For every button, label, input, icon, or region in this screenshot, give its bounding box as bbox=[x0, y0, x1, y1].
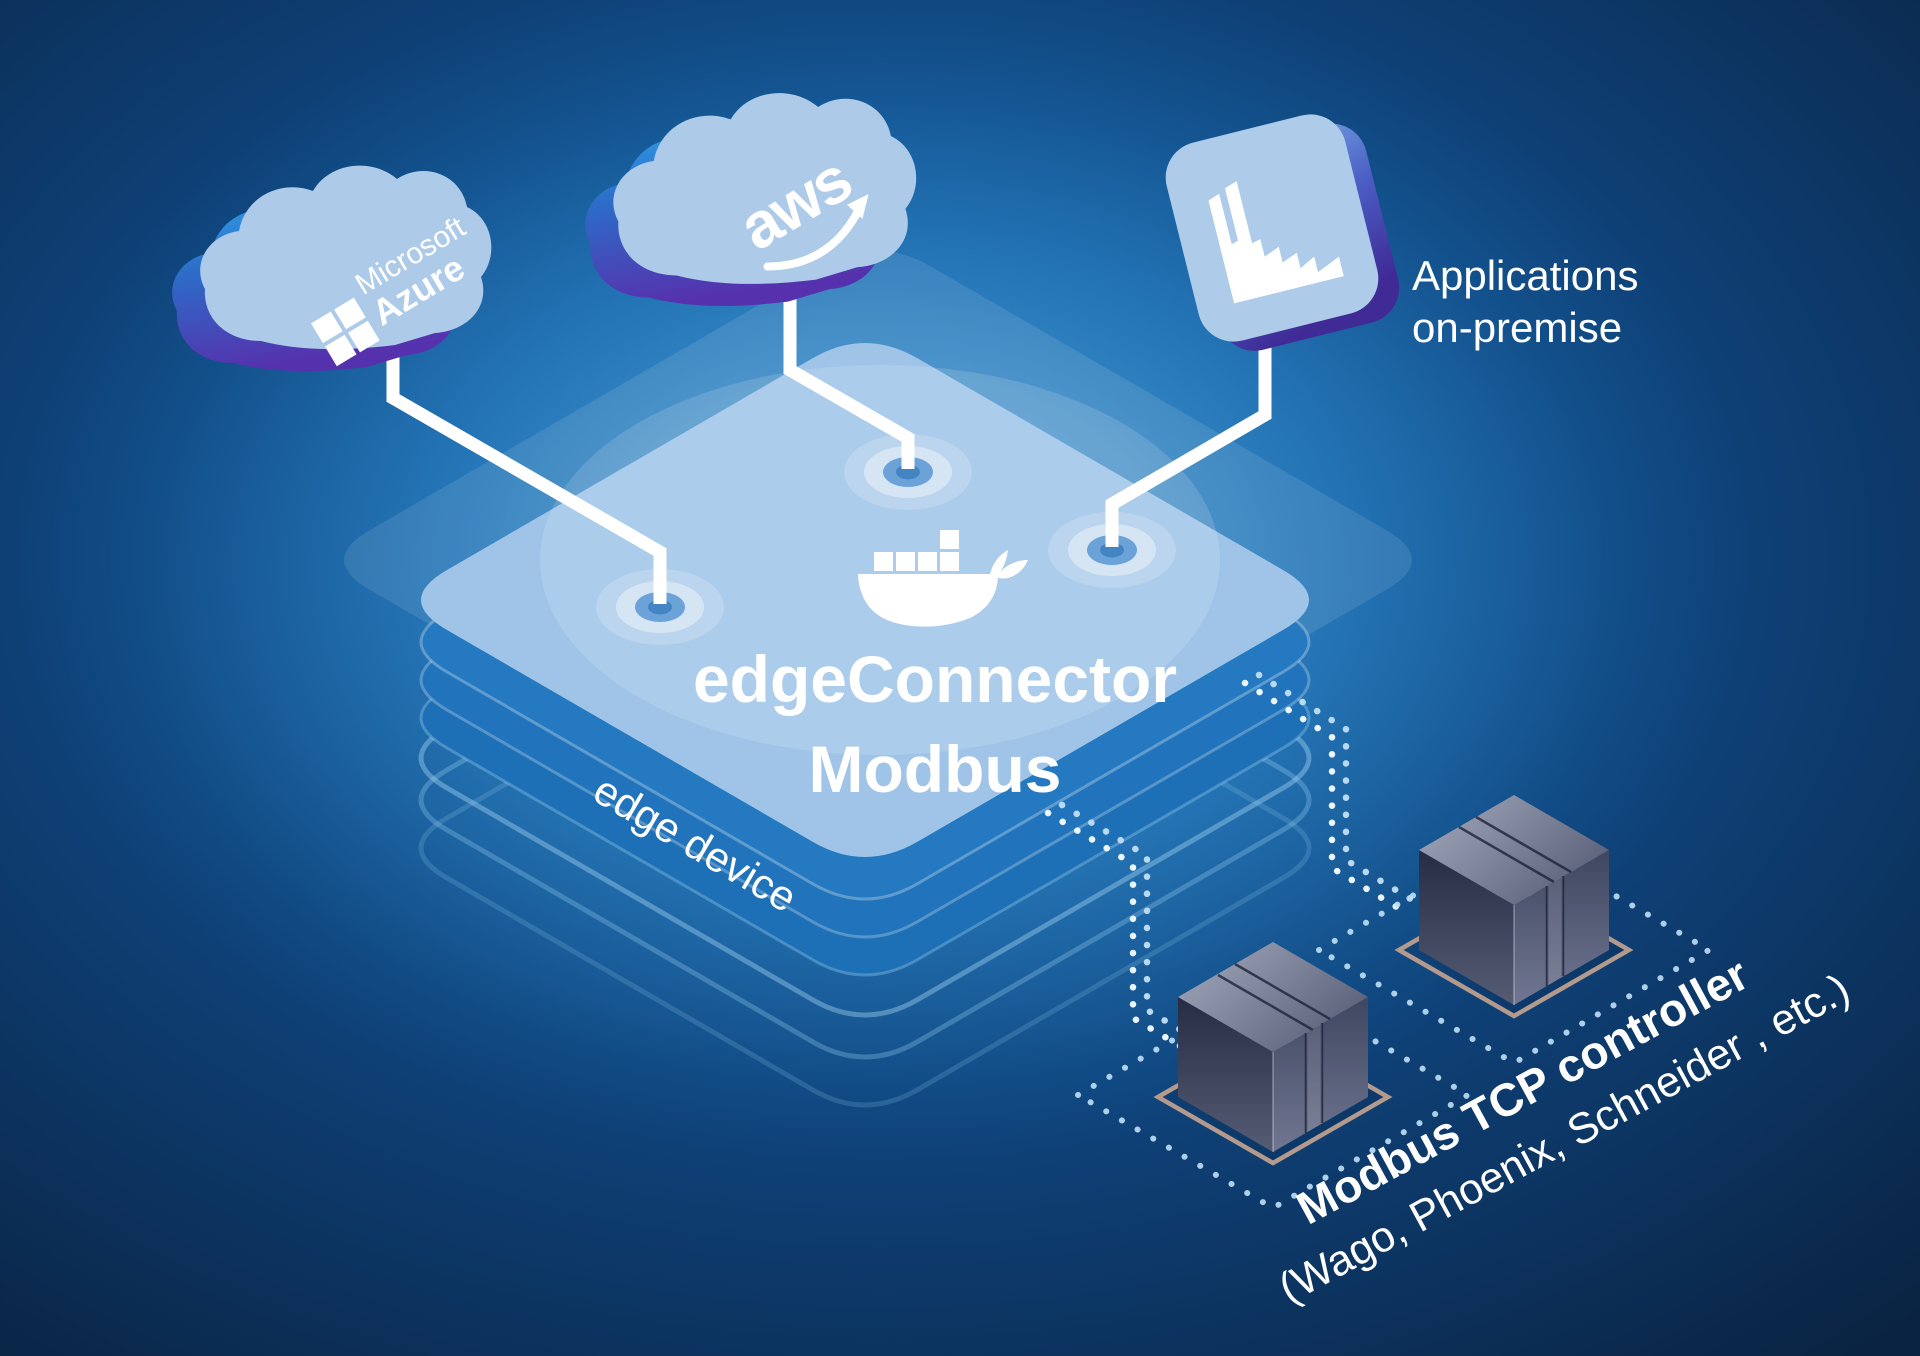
connection-port-aws bbox=[844, 434, 972, 510]
aws-swoosh-icon bbox=[763, 194, 869, 271]
controller-zone-right bbox=[1313, 833, 1715, 1067]
onpremise-tile bbox=[1165, 114, 1400, 351]
dotted-link-right-2 bbox=[1255, 671, 1423, 908]
onpremise-label-line2: on-premise bbox=[1412, 304, 1622, 351]
platform-title-line2: Modbus bbox=[809, 732, 1062, 806]
dotted-link-right bbox=[1241, 679, 1409, 916]
controller-cube-right bbox=[1419, 795, 1609, 1005]
aws-cloud-icon: aws bbox=[585, 93, 917, 306]
dotted-link-left-2 bbox=[1058, 801, 1210, 1049]
modbus-dotted-links bbox=[1044, 671, 1423, 1057]
cloud-connection-lines bbox=[386, 292, 1272, 604]
factory-icon bbox=[1208, 181, 1344, 304]
docker-whale-icon bbox=[858, 530, 1028, 627]
windows-logo-icon bbox=[311, 297, 380, 367]
connection-port-azure bbox=[596, 569, 724, 645]
onpremise-connection-line bbox=[1105, 336, 1272, 547]
azure-cloud-icon: Microsoft Azure bbox=[172, 165, 492, 372]
platform-title-line1: edgeConnector bbox=[693, 642, 1177, 716]
dotted-link-left bbox=[1044, 809, 1196, 1057]
controller-zones bbox=[1072, 833, 1715, 1212]
aws-connection-line bbox=[783, 292, 915, 469]
azure-connection-line bbox=[386, 330, 667, 604]
controller-zone-left bbox=[1072, 978, 1474, 1212]
controller-cube-left bbox=[1178, 942, 1368, 1152]
connection-port-onpremise bbox=[1048, 512, 1176, 588]
onpremise-label-line1: Applications bbox=[1412, 252, 1638, 299]
